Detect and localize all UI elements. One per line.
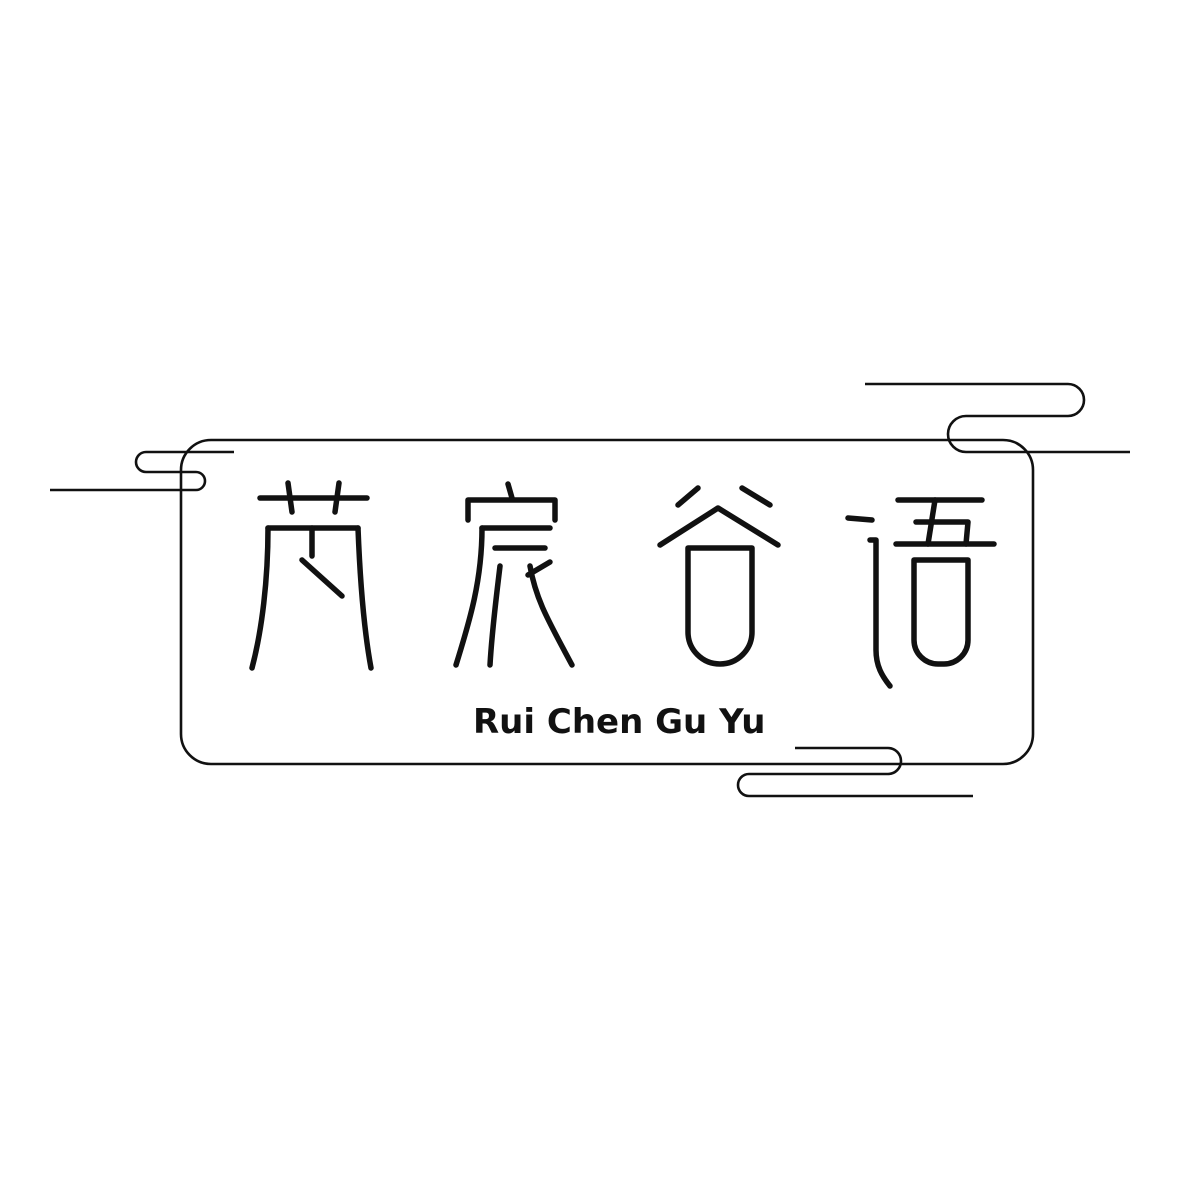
frame-rounded-rect bbox=[179, 438, 1035, 766]
cloud-line-top-right bbox=[865, 382, 1130, 454]
cloud-line-top-left bbox=[50, 450, 234, 492]
character-gu-glyph bbox=[657, 485, 781, 667]
character-yu-glyph bbox=[845, 497, 997, 689]
pinyin-text: Rui Chen Gu Yu bbox=[473, 702, 765, 742]
character-chen-glyph bbox=[453, 481, 575, 668]
cloud-line-bottom-right bbox=[736, 746, 973, 798]
character-rui-glyph bbox=[249, 480, 374, 671]
